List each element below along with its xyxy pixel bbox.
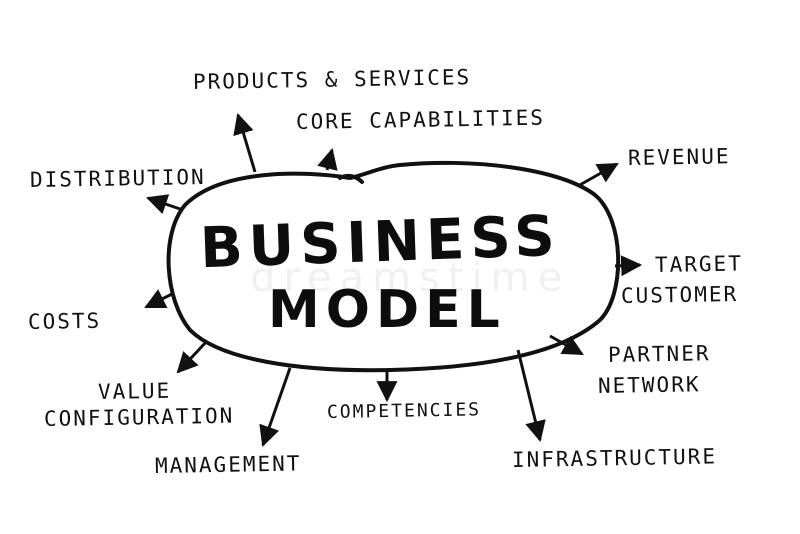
label-management: MANAGEMENT — [154, 451, 302, 478]
center-title-model: MODEL — [268, 280, 506, 340]
label-infrastructure: INFRASTRUCTURE — [511, 444, 718, 472]
label-value: VALUE — [97, 378, 172, 404]
arrow-management — [259, 367, 292, 447]
label-partner: PARTNER — [607, 341, 711, 367]
label-products-services: PRODUCTS & SERVICES — [192, 65, 472, 94]
label-network: NETWORK — [597, 372, 701, 398]
arrow-core-capabilities — [317, 147, 338, 171]
arrow-infrastructure — [516, 349, 546, 443]
label-core-capabilities: CORE CAPABILITIES — [295, 105, 546, 134]
label-costs: COSTS — [27, 308, 102, 334]
label-target: TARGET — [654, 251, 744, 277]
arrow-costs — [144, 289, 173, 309]
label-distribution: DISTRIBUTION — [29, 164, 206, 192]
arrow-target-customer — [614, 255, 643, 277]
arrow-partner-network — [549, 334, 584, 356]
label-revenue: REVENUE — [627, 144, 731, 170]
label-competencies: COMPETENCIES — [326, 399, 482, 423]
label-configuration: CONFIGURATION — [43, 403, 235, 431]
arrow-revenue — [577, 162, 619, 188]
arrow-products-services — [233, 112, 257, 173]
label-customer: CUSTOMER — [620, 281, 739, 308]
blob-notch — [338, 173, 364, 184]
center-title-business: BUSINESS — [198, 203, 562, 282]
watermark: dreamstime — [250, 255, 571, 301]
arrow-value-configuration — [176, 339, 209, 374]
arrow-distribution — [146, 194, 184, 215]
